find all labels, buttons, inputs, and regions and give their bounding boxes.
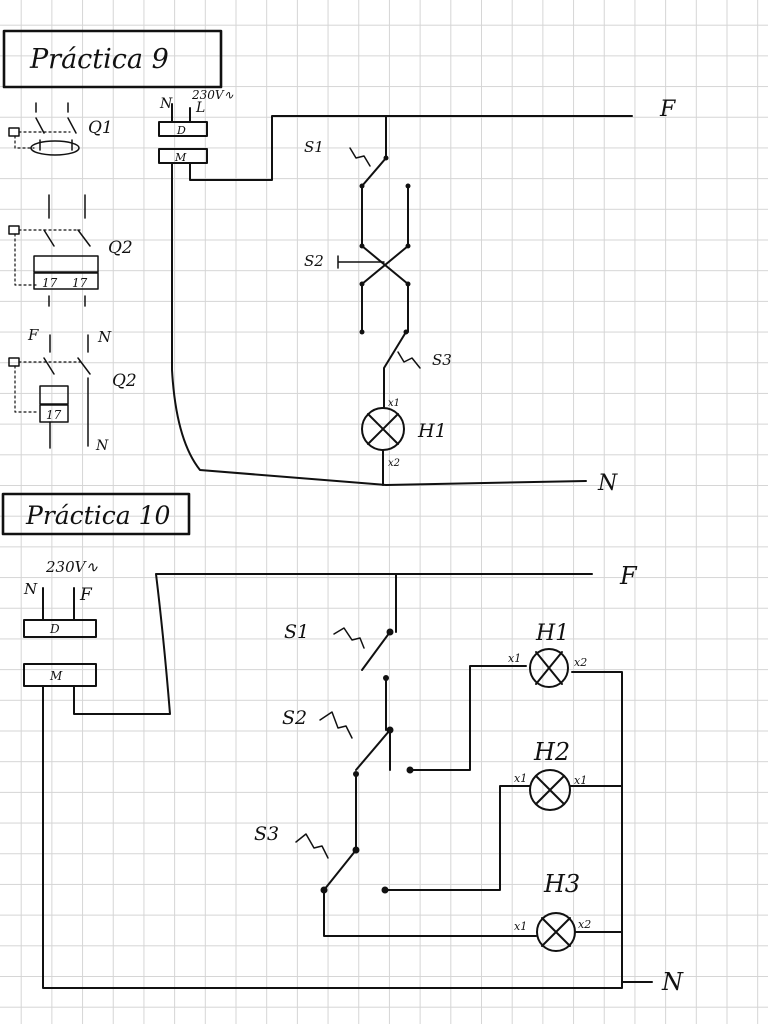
supply-10-N: N — [23, 580, 38, 598]
supply-breaker-10: 230V∿ N F D M — [23, 558, 98, 687]
practica-10-section: Práctica 10 230V∿ N F D M F N S1 — [1, 492, 684, 996]
title-practica-9: Práctica 9 — [29, 44, 169, 75]
breaker-10-M: M — [49, 669, 63, 683]
q2-lower-N-top: N — [97, 328, 112, 346]
rail-9-N: N — [597, 471, 618, 496]
wire-9-neutral — [171, 162, 587, 486]
switch-s2-10: S2 — [282, 677, 414, 777]
h3-10-x2: x2 — [578, 918, 591, 931]
title-box-practica-9 — [2, 29, 223, 89]
q1-label: Q1 — [88, 118, 113, 138]
wire-9-phase-feed — [189, 115, 387, 181]
switch-s3-10: S3 — [254, 773, 505, 937]
h2-10-x1: x1 — [514, 772, 527, 785]
s2-10-label: S2 — [282, 707, 307, 729]
switch-s3-9: S3 — [359, 329, 452, 409]
h1-10-x1: x1 — [508, 652, 521, 665]
practica-9-section: Práctica 9 Q1 17 17 Q2 F N — [2, 29, 676, 496]
h1-9-x1: x1 — [388, 398, 400, 409]
supply-breaker-9: N L 230V∿ D M — [158, 88, 234, 164]
q2-lower-rating: 17 — [46, 408, 62, 422]
q2-breaker-upper: 17 17 Q2 — [8, 194, 133, 307]
title-box-practica-10 — [1, 492, 191, 536]
lamp-h2-10: H2 x1 x1 — [514, 738, 587, 811]
switch-s1-9: S1 — [304, 115, 411, 247]
q2-lower-N-bottom: N — [95, 438, 109, 454]
wire-10-phase-feed — [73, 573, 397, 715]
supply-9-voltage: 230V∿ — [191, 88, 234, 102]
switch-s1-10: S1 — [284, 573, 397, 681]
supply-9-L: L — [195, 100, 205, 116]
breaker-9-M: M — [174, 151, 187, 164]
h1-9-label: H1 — [417, 420, 447, 442]
s1-9-label: S1 — [304, 138, 324, 156]
wire-10-neutral — [42, 671, 623, 989]
h1-10-label: H1 — [535, 621, 569, 646]
switch-s2-9: S2 — [304, 243, 411, 333]
q2-upper-rating-1: 17 — [42, 276, 58, 290]
q2-breaker-lower: F N 17 Q2 N — [8, 326, 137, 454]
q2-upper-rating-2: 17 — [72, 276, 88, 290]
lamp-h1-9: x1 x2 H1 — [361, 398, 447, 486]
q1-breaker: Q1 — [8, 102, 113, 156]
supply-10-F: F — [79, 585, 93, 605]
wire-10-h2-feed — [384, 785, 531, 891]
rail-10-N: N — [661, 968, 684, 996]
rail-9-F: F — [659, 97, 676, 122]
q2-upper-label: Q2 — [108, 238, 133, 258]
s1-10-label: S1 — [284, 621, 309, 643]
breaker-10-D: D — [49, 622, 60, 636]
supply-9-N: N — [159, 96, 173, 112]
rail-10-F: F — [619, 562, 638, 590]
lamp-h3-10: H3 x1 x2 — [514, 870, 591, 952]
title-practica-10: Práctica 10 — [25, 501, 170, 530]
h1-10-x2: x2 — [574, 656, 587, 669]
h3-10-label: H3 — [543, 870, 580, 898]
wire-10-h1-feed — [409, 665, 527, 771]
supply-10-voltage: 230V∿ — [45, 558, 98, 576]
s3-10-label: S3 — [254, 823, 279, 845]
q2-lower-label: Q2 — [112, 371, 137, 391]
h3-10-x1: x1 — [514, 920, 527, 933]
s2-9-label: S2 — [304, 252, 324, 270]
lamp-h1-10: H1 x1 x2 — [508, 621, 587, 688]
s3-9-label: S3 — [432, 351, 452, 369]
breaker-9-D: D — [176, 124, 186, 137]
h2-10-x2: x1 — [574, 774, 587, 787]
q2-lower-F: F — [27, 326, 39, 344]
h1-9-x2: x2 — [388, 458, 400, 469]
h2-10-label: H2 — [533, 738, 570, 766]
